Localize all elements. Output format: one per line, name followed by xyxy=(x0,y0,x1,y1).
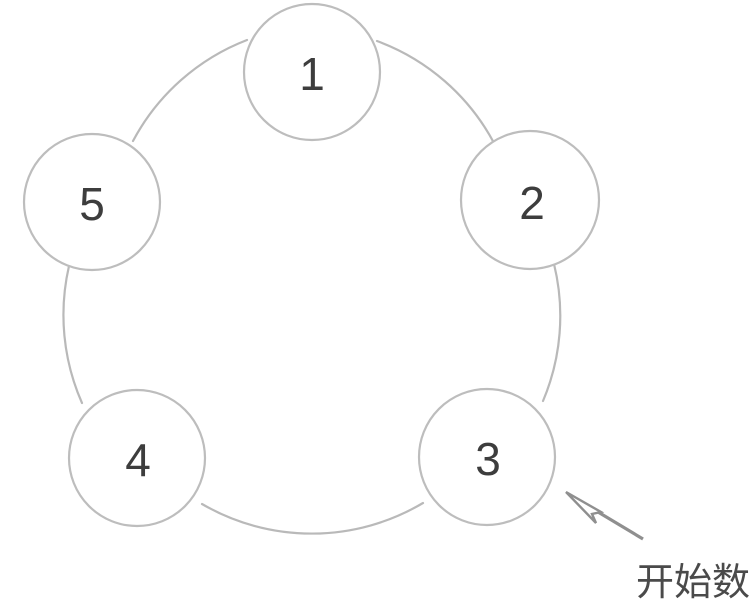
edge-5-to-1 xyxy=(131,38,249,143)
node-label-2: 2 xyxy=(519,177,545,229)
start-count-label: 开始数 xyxy=(636,560,750,603)
node-label-1: 1 xyxy=(299,48,325,100)
node-group-5[interactable]: 5 xyxy=(22,132,162,272)
start-pointer-arrow xyxy=(565,490,644,541)
edge-1-to-2 xyxy=(375,39,496,145)
node-circle-3[interactable] xyxy=(417,387,557,527)
edge-4-to-5 xyxy=(62,264,84,405)
node-label-5: 5 xyxy=(79,178,105,230)
edge-3-to-4 xyxy=(200,501,425,535)
ring-edges xyxy=(62,38,562,535)
node-circle-4[interactable] xyxy=(67,388,207,528)
node-group-4[interactable]: 4 xyxy=(67,388,207,528)
node-circle-2[interactable] xyxy=(459,129,601,271)
node-group-3[interactable]: 3 xyxy=(417,387,557,527)
node-group-1[interactable]: 1 xyxy=(242,2,382,142)
arrow-head-icon xyxy=(565,490,605,524)
node-label-3: 3 xyxy=(475,433,501,485)
node-circle-5[interactable] xyxy=(22,132,162,272)
node-group-2[interactable]: 2 xyxy=(459,129,601,271)
node-circle-1[interactable] xyxy=(242,2,382,142)
edge-2-to-3 xyxy=(541,262,562,403)
node-label-4: 4 xyxy=(125,434,151,486)
